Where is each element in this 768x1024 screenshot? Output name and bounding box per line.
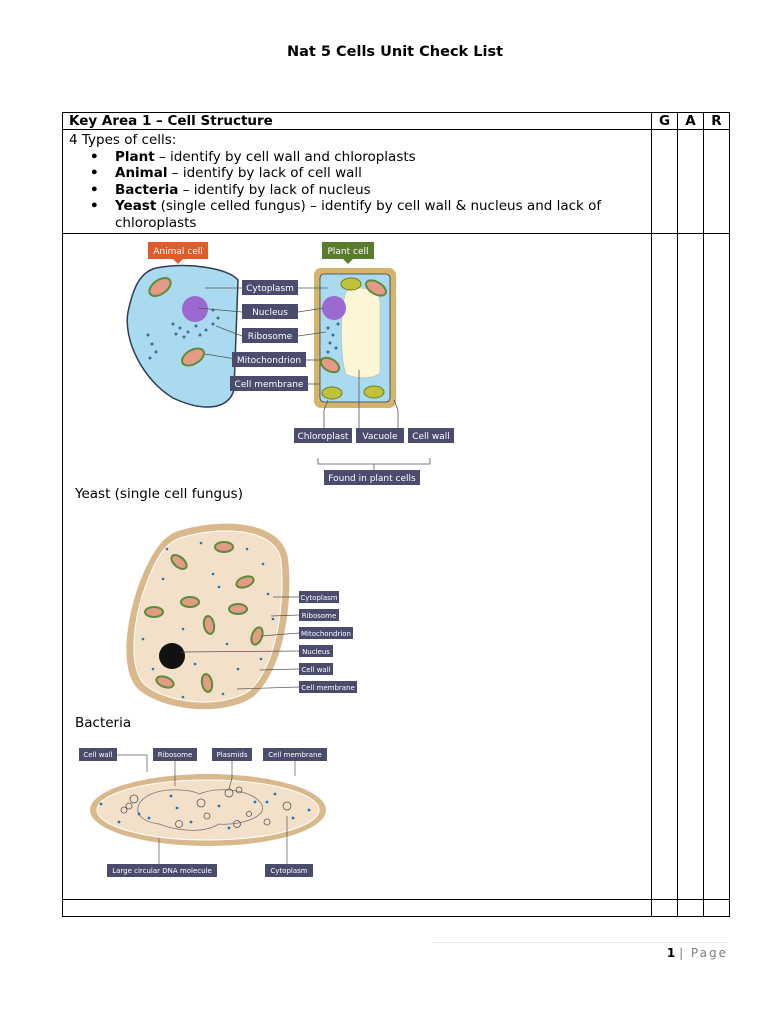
label-cell-wall: Cell wall xyxy=(412,432,450,442)
label-mitochondrion: Mitochondrion xyxy=(237,356,301,366)
yeast-label-cell-wall: Cell wall xyxy=(301,666,330,674)
label-chloroplast: Chloroplast xyxy=(298,432,349,442)
bacteria-label-ribosome: Ribosome xyxy=(158,751,193,759)
bacteria-label-plasmids: Plasmids xyxy=(217,751,248,759)
bacteria-label-cell-wall: Cell wall xyxy=(83,751,112,759)
desc-animal: – identify by lack of cell wall xyxy=(167,165,362,181)
diagram-cell: Animal cell Plant cell xyxy=(62,233,652,900)
plant-cell-title: Plant cell xyxy=(327,247,368,257)
animal-cell-title: Animal cell xyxy=(153,247,203,257)
yeast-diagram: Cytoplasm Ribosome Mitochondrion Nucleus… xyxy=(126,523,357,710)
term-plant: Plant xyxy=(115,148,155,165)
r-cell-1[interactable] xyxy=(703,129,730,234)
desc-plant: – identify by cell wall and chloroplasts xyxy=(154,148,416,165)
a-cell-2[interactable] xyxy=(677,233,704,900)
col-a-header: A xyxy=(677,112,704,130)
checklist-table: Key Area 1 – Cell Structure G A R 4 Type… xyxy=(62,112,730,917)
intro-row: 4 Types of cells: Plant – identify by ce… xyxy=(62,129,730,234)
yeast-label-mitochondrion: Mitochondrion xyxy=(301,630,351,638)
page-number: 1 xyxy=(666,946,676,960)
col-r-header: R xyxy=(703,112,730,130)
a-cell-1[interactable] xyxy=(677,129,704,234)
desc-yeast: (single celled fungus) – identify by cel… xyxy=(115,198,602,231)
list-item-plant: Plant – identify by cell wall and chloro… xyxy=(90,148,645,166)
label-vacuole: Vacuole xyxy=(362,432,398,442)
label-found-in-plant-cells: Found in plant cells xyxy=(328,474,416,484)
bacteria-diagram: Cell wall Ribosome Plasmids Cell membran… xyxy=(79,748,327,877)
label-nucleus: Nucleus xyxy=(252,308,288,318)
footer-rule xyxy=(433,942,728,943)
bacteria-label-dna: Large circular DNA molecule xyxy=(112,867,212,875)
yeast-caption: Yeast (single cell fungus) xyxy=(75,486,243,502)
label-cytoplasm: Cytoplasm xyxy=(246,284,294,294)
cell-types-intro: 4 Types of cells: xyxy=(69,132,177,148)
empty-content-cell[interactable] xyxy=(62,899,652,917)
page-footer: 1 | Page xyxy=(433,942,728,960)
diagrams-area: Animal cell Plant cell xyxy=(63,234,651,899)
r-cell-2[interactable] xyxy=(703,233,730,900)
list-item-bacteria: Bacteria – identify by lack of nucleus xyxy=(90,181,645,199)
desc-bacteria: – identify by lack of nucleus xyxy=(178,181,371,198)
term-bacteria: Bacteria xyxy=(115,181,179,198)
a-cell-3[interactable] xyxy=(677,899,704,917)
col-g-header: G xyxy=(651,112,678,130)
bacteria-label-cell-membrane: Cell membrane xyxy=(268,751,322,759)
document-title: Nat 5 Cells Unit Check List xyxy=(286,44,504,60)
animal-cell-shape xyxy=(126,264,239,408)
label-cell-membrane: Cell membrane xyxy=(235,380,304,390)
r-cell-3[interactable] xyxy=(703,899,730,917)
animal-plant-diagram: Animal cell Plant cell xyxy=(126,242,454,485)
yeast-label-cytoplasm: Cytoplasm xyxy=(300,594,337,602)
term-animal: Animal xyxy=(115,165,168,181)
list-item-yeast: Yeast (single celled fungus) – identify … xyxy=(90,198,645,231)
term-yeast: Yeast xyxy=(115,198,157,214)
empty-row xyxy=(62,899,730,917)
label-ribosome: Ribosome xyxy=(248,332,293,342)
diagram-row: Animal cell Plant cell xyxy=(62,233,730,900)
bacteria-label-cytoplasm: Cytoplasm xyxy=(270,867,307,875)
page-label: | Page xyxy=(679,946,728,960)
header-row: Key Area 1 – Cell Structure G A R xyxy=(62,112,730,130)
g-cell-2[interactable] xyxy=(651,233,678,900)
yeast-label-nucleus: Nucleus xyxy=(302,648,330,656)
g-cell-3[interactable] xyxy=(651,899,678,917)
yeast-label-ribosome: Ribosome xyxy=(302,612,337,620)
yeast-label-cell-membrane: Cell membrane xyxy=(301,684,355,692)
cell-types-list: Plant – identify by cell wall and chloro… xyxy=(69,149,645,232)
key-area-heading: Key Area 1 – Cell Structure xyxy=(62,112,652,130)
bacteria-caption: Bacteria xyxy=(75,715,132,731)
g-cell-1[interactable] xyxy=(651,129,678,234)
cell-types-cell: 4 Types of cells: Plant – identify by ce… xyxy=(62,129,652,234)
list-item-animal: Animal – identify by lack of cell wall xyxy=(90,165,645,182)
